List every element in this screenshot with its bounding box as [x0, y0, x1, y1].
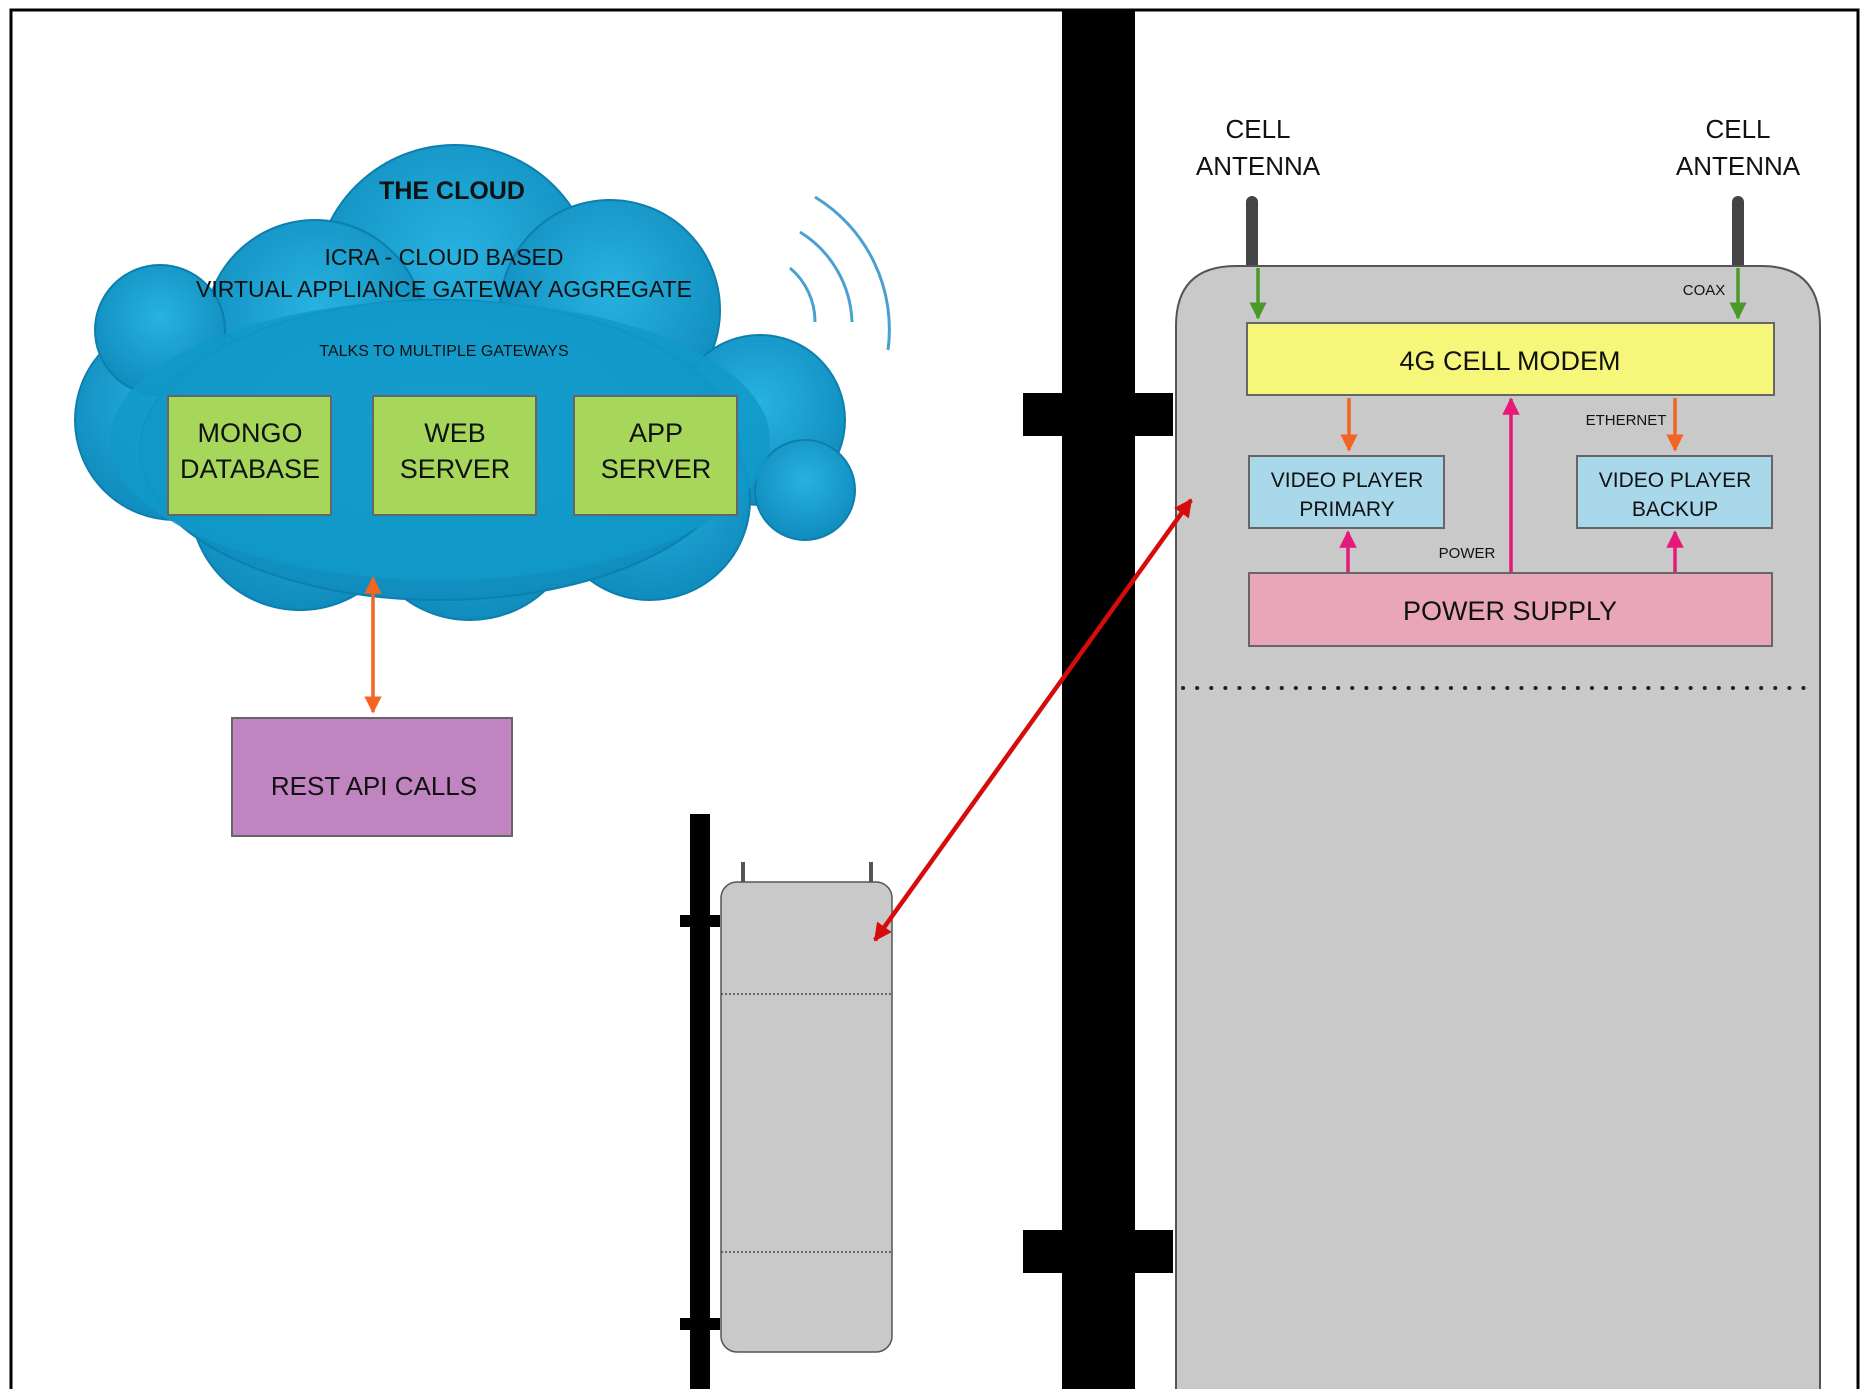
power-supply-box[interactable]: POWER SUPPLY — [1248, 572, 1773, 647]
antenna-right-label-line2: ANTENNA — [1676, 151, 1801, 181]
large-enclosure — [1175, 196, 1821, 1389]
small-pole — [680, 814, 720, 1389]
enclosure-link-arrow — [873, 498, 1193, 942]
app-server-label-line1: APP — [629, 418, 683, 448]
cloud-title: THE CLOUD — [379, 177, 525, 205]
video-player-primary-line1: VIDEO PLAYER — [1271, 469, 1424, 492]
antenna-left-label-line1: CELL — [1225, 114, 1290, 144]
app-server-label-line2: SERVER — [601, 454, 712, 484]
cloud-subtitle-line1: ICRA - CLOUD BASED — [325, 244, 564, 270]
mongo-database-label-line2: DATABASE — [180, 454, 320, 484]
cloud-box-web-server[interactable]: WEB SERVER — [372, 395, 537, 516]
cloud-note: TALKS TO MULTIPLE GATEWAYS — [319, 343, 568, 360]
cell-modem-box[interactable]: 4G CELL MODEM — [1246, 322, 1775, 396]
cloud-box-app-server[interactable]: APP SERVER — [573, 395, 738, 516]
power-supply-label: POWER SUPPLY — [1403, 596, 1617, 626]
antenna-right-label-line1: CELL — [1705, 114, 1770, 144]
cell-modem-label: 4G CELL MODEM — [1399, 346, 1620, 376]
cloud-subtitle-line2: VIRTUAL APPLIANCE GATEWAY AGGREGATE — [196, 276, 692, 302]
web-server-label-line1: WEB — [424, 418, 486, 448]
rest-api-label: REST API CALLS — [271, 771, 477, 801]
video-player-primary-line2: PRIMARY — [1299, 498, 1394, 521]
ethernet-label: ETHERNET — [1586, 412, 1667, 429]
antenna-left-label-line2: ANTENNA — [1196, 151, 1321, 181]
video-player-backup-box[interactable]: VIDEO PLAYER BACKUP — [1576, 455, 1773, 529]
coax-label: COAX — [1683, 282, 1726, 299]
video-player-backup-line2: BACKUP — [1632, 498, 1718, 521]
small-enclosure — [720, 862, 893, 1353]
power-label: POWER — [1439, 545, 1496, 562]
rest-api-box[interactable]: REST API CALLS — [231, 717, 513, 837]
mongo-database-label-line1: MONGO — [198, 418, 303, 448]
web-server-label-line2: SERVER — [400, 454, 511, 484]
cloud-box-mongo-database[interactable]: MONGO DATABASE — [167, 395, 332, 516]
video-player-primary-box[interactable]: VIDEO PLAYER PRIMARY — [1248, 455, 1445, 529]
video-player-backup-line1: VIDEO PLAYER — [1599, 469, 1752, 492]
wireless-signal-icon — [789, 195, 891, 351]
